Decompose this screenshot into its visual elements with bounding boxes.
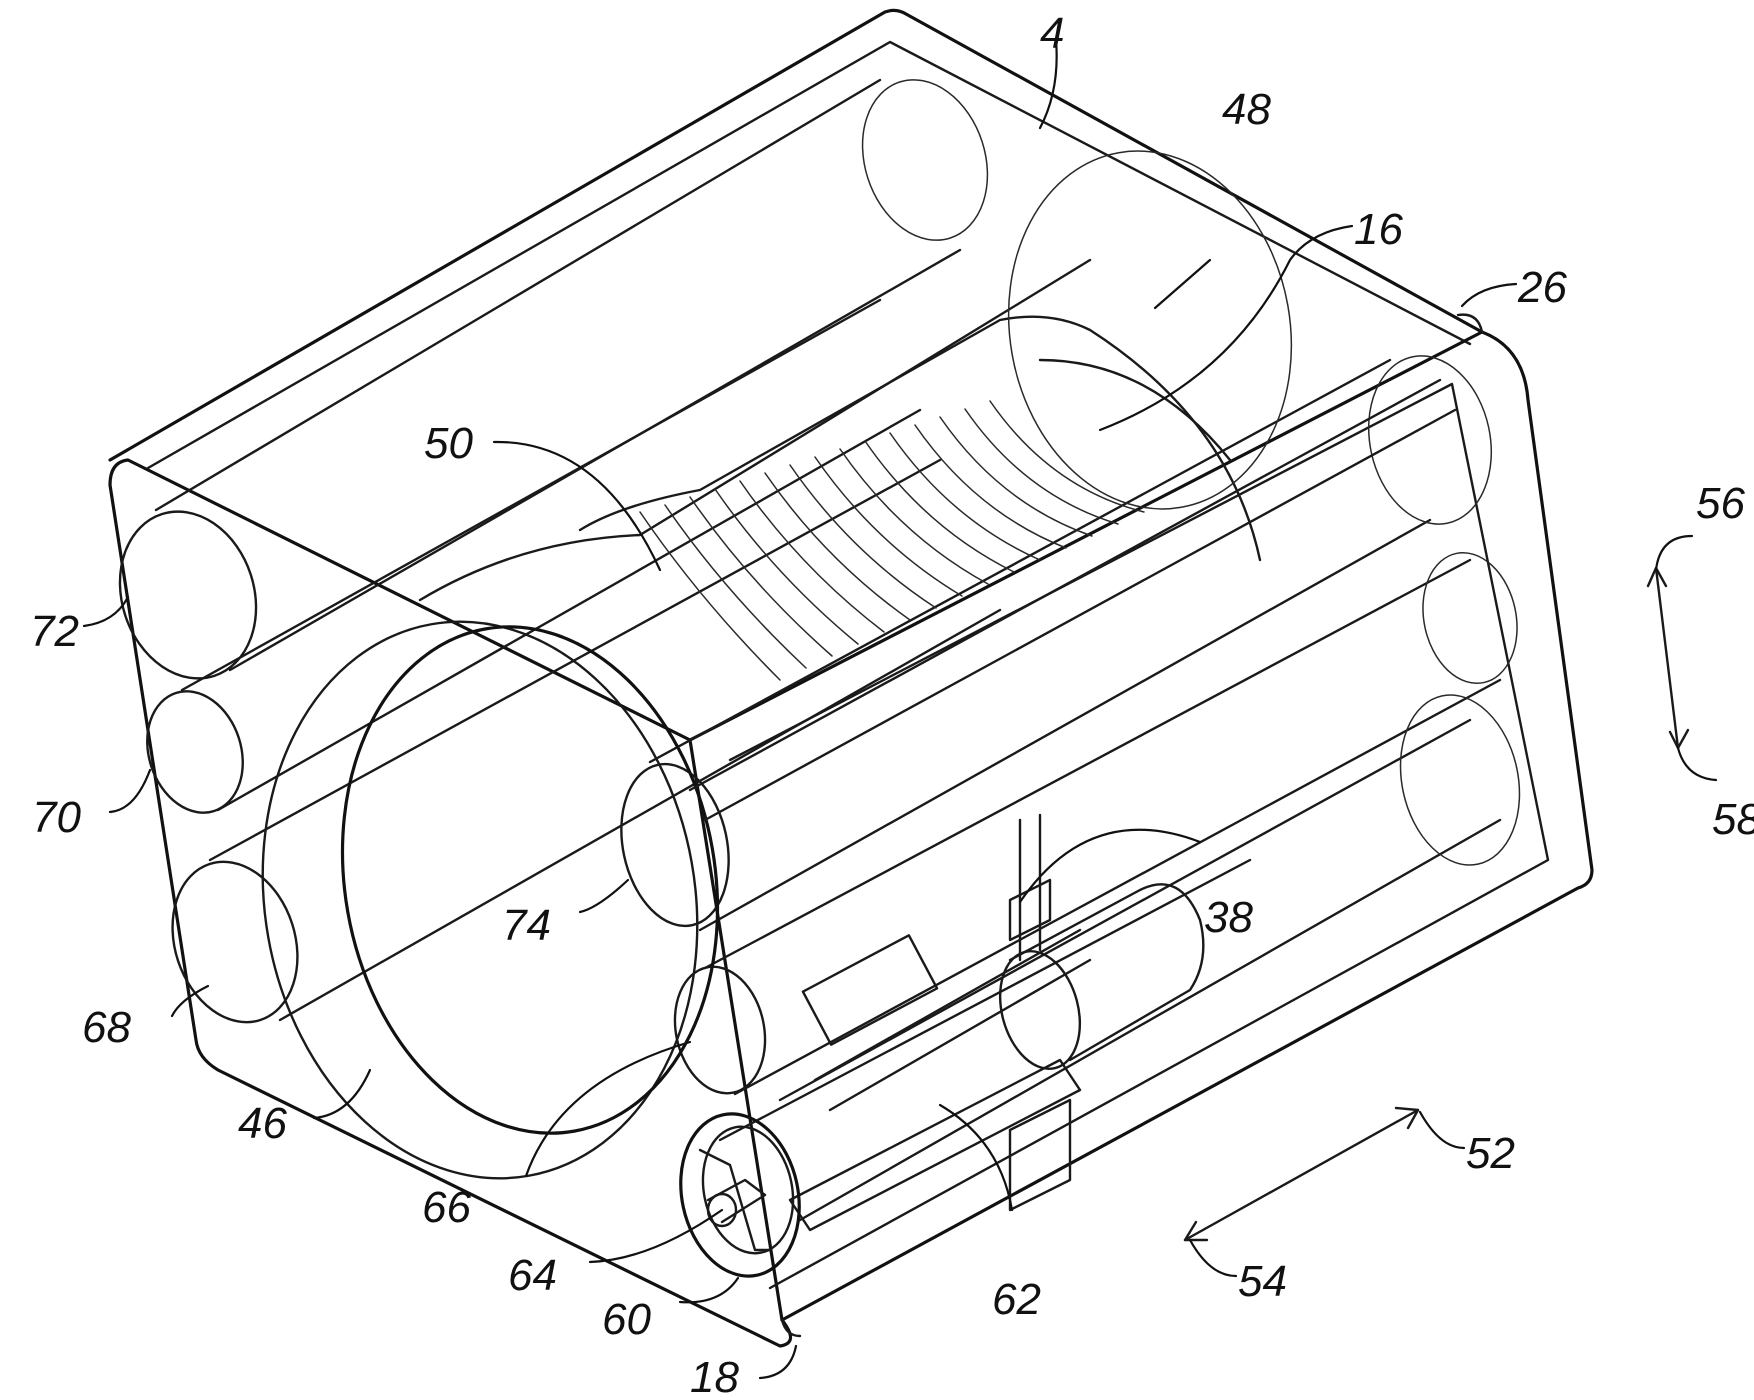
leader-48 (1155, 260, 1210, 308)
ref-60: 60 (602, 1295, 651, 1344)
cell-72-back (843, 63, 1008, 256)
leader-16 (1100, 226, 1352, 430)
housing-top-face (110, 10, 1482, 460)
drum-46-inner-front (304, 597, 757, 1164)
ref-16: 16 (1354, 205, 1403, 254)
leader-52 (1420, 1112, 1464, 1148)
cell-74-front (607, 754, 743, 936)
motor-bracket (1010, 1100, 1070, 1210)
leader-66 (526, 1042, 690, 1176)
port-60-inner (692, 1118, 805, 1261)
leader-58 (1678, 748, 1716, 780)
cell-68-body (210, 460, 1000, 1020)
cell-lower-right-back (1385, 684, 1534, 876)
ref-62: 62 (992, 1275, 1041, 1324)
core-threads (640, 401, 1144, 680)
ref-38: 38 (1204, 893, 1253, 942)
ref-4: 4 (1040, 9, 1064, 58)
double-headed-arrow-icon (1185, 568, 1688, 1240)
ref-66: 66 (422, 1183, 471, 1232)
cell-70-body (182, 300, 920, 810)
leader-70 (110, 770, 150, 812)
drum-body-top (420, 260, 1090, 600)
leader-56 (1656, 536, 1692, 570)
cell-66-back (1411, 544, 1528, 692)
ref-54: 54 (1238, 1257, 1287, 1306)
ref-18: 18 (690, 1353, 739, 1400)
leader-64 (590, 1210, 722, 1262)
arrow-58-head (1670, 730, 1688, 748)
leader-60 (680, 1278, 738, 1302)
cell-lower-right-body (780, 720, 1500, 1220)
leader-74 (580, 880, 628, 912)
ref-52: 52 (1466, 1129, 1515, 1178)
ref-70: 70 (32, 793, 81, 842)
housing-right-face (690, 332, 1592, 1320)
leader-26 (1462, 284, 1516, 306)
reference-numerals: 4 48 16 26 50 56 72 70 58 38 74 68 46 52… (30, 9, 1754, 1400)
ref-64: 64 (508, 1251, 557, 1300)
leader-18 (760, 1346, 796, 1378)
cell-74-back (1354, 344, 1507, 535)
leader-54 (1190, 1240, 1236, 1276)
core-48-outline (580, 317, 1260, 560)
gear-box (803, 935, 937, 1044)
ref-68: 68 (82, 1003, 131, 1052)
ref-50: 50 (424, 419, 473, 468)
core-flange (1040, 360, 1230, 460)
ref-56: 56 (1696, 479, 1745, 528)
drum-46-outer-front (220, 587, 741, 1213)
arrow-56-58-shaft (1656, 568, 1678, 748)
ref-74: 74 (502, 901, 551, 950)
ref-48: 48 (1222, 85, 1271, 134)
ref-46: 46 (238, 1099, 287, 1148)
drive-mechanism (790, 815, 1203, 1230)
leader-46 (314, 1070, 370, 1118)
core-48-back (981, 128, 1319, 531)
arrow-52-54-shaft (1185, 1110, 1418, 1240)
cell-66-body (705, 560, 1500, 1094)
housing-right-inner-edge (730, 384, 1548, 1288)
ref-58: 58 (1712, 795, 1754, 844)
cell-72-body (156, 80, 960, 670)
ref-72: 72 (30, 607, 79, 656)
housing-top-inner-edge (148, 42, 1470, 468)
ref-26: 26 (1517, 263, 1567, 312)
upper-rod (690, 380, 1455, 820)
